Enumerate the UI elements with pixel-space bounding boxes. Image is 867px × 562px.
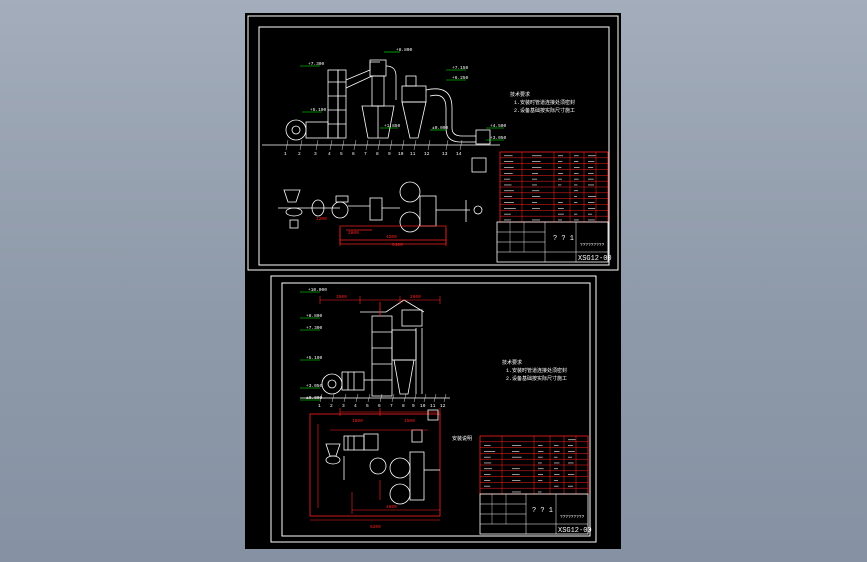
part-number-label: 2	[298, 151, 301, 157]
part-number-label: 11	[410, 151, 416, 157]
dimension-label: 4800	[386, 504, 397, 510]
title-block-company: ?????????	[560, 514, 585, 520]
part-number-label: 10	[398, 151, 404, 157]
dimension-label: 1500	[404, 418, 415, 424]
part-number-label: 8	[376, 151, 379, 157]
part-number-label: 3	[314, 151, 317, 157]
level-label: +4.500	[490, 123, 507, 129]
part-number-label: 12	[424, 151, 430, 157]
part-number-label: 9	[412, 403, 415, 409]
part-number-label: 7	[364, 151, 367, 157]
level-label: +10.000	[308, 287, 327, 293]
dimension-label: 5400	[392, 242, 403, 248]
title-block-drawing-number: XSG12-00	[558, 527, 592, 535]
part-number-label: 6	[378, 403, 381, 409]
part-number-label: 8	[402, 403, 405, 409]
level-label: +7.150	[452, 65, 469, 71]
level-label: +5.190	[306, 355, 323, 361]
level-marker: ±0.000	[430, 125, 449, 131]
part-number-label: 13	[442, 151, 448, 157]
dimension-label: 3500	[336, 294, 347, 300]
part-number-label: 3	[342, 403, 345, 409]
note-line: 2.设备基础按实际尺寸施工	[514, 107, 575, 114]
level-label: +7.300	[308, 61, 325, 67]
title-block-question: ? ? 1	[532, 507, 553, 515]
title-block-company: ?????????	[580, 242, 605, 248]
level-label: ±0.000	[432, 125, 449, 131]
part-number-label: 10	[420, 403, 426, 409]
level-label: +7.300	[306, 325, 323, 331]
part-number-label: 1	[318, 403, 321, 409]
dimension-label: 2600	[410, 294, 421, 300]
level-label: +8.800	[396, 47, 413, 53]
part-number-label: 1	[284, 151, 287, 157]
dimension-label: 4200	[386, 234, 397, 240]
part-number-label: 4	[354, 403, 357, 409]
level-label: ±0.000	[306, 395, 323, 401]
dimension-label: 1800	[352, 418, 363, 424]
note-line: 1.安装时管道连接处须密封	[506, 367, 567, 374]
level-label: +3.050	[490, 135, 507, 141]
note-heading: 技术要求	[502, 359, 522, 366]
level-marker: +4.500	[486, 123, 507, 129]
part-number-label: 11	[430, 403, 436, 409]
level-marker: +3.050	[486, 135, 507, 141]
drawing-sheet-background	[245, 13, 621, 549]
title-block-question: ? ? 1	[553, 235, 574, 243]
title-block-drawing-number: XSG12-00	[578, 255, 612, 263]
note-line: 2.设备基础按实际尺寸施工	[506, 375, 567, 382]
level-label: +5.190	[310, 107, 327, 113]
part-number-label: 4	[328, 151, 331, 157]
part-number-label: 2	[330, 403, 333, 409]
part-number-label: 5	[340, 151, 343, 157]
note-heading: 技术要求	[510, 91, 530, 98]
part-number-label: 6	[352, 151, 355, 157]
part-number-label: 9	[388, 151, 391, 157]
level-label: +3.050	[306, 383, 323, 389]
level-label: +1.850	[384, 123, 401, 129]
level-label: +6.250	[452, 75, 469, 81]
part-number-label: 5	[366, 403, 369, 409]
side-note: 安装说明	[452, 435, 472, 442]
part-number-label: 14	[456, 151, 462, 157]
dimension-label: 6200	[370, 524, 381, 530]
note-line: 1.安装时管道连接处须密封	[514, 99, 575, 106]
level-label: +8.800	[306, 313, 323, 319]
dimension-label: 2800	[348, 230, 359, 236]
part-number-label: 12	[440, 403, 446, 409]
level-marker: +1.850	[380, 123, 401, 129]
dimension-label: 1200	[316, 216, 327, 222]
part-number-label: 7	[390, 403, 393, 409]
